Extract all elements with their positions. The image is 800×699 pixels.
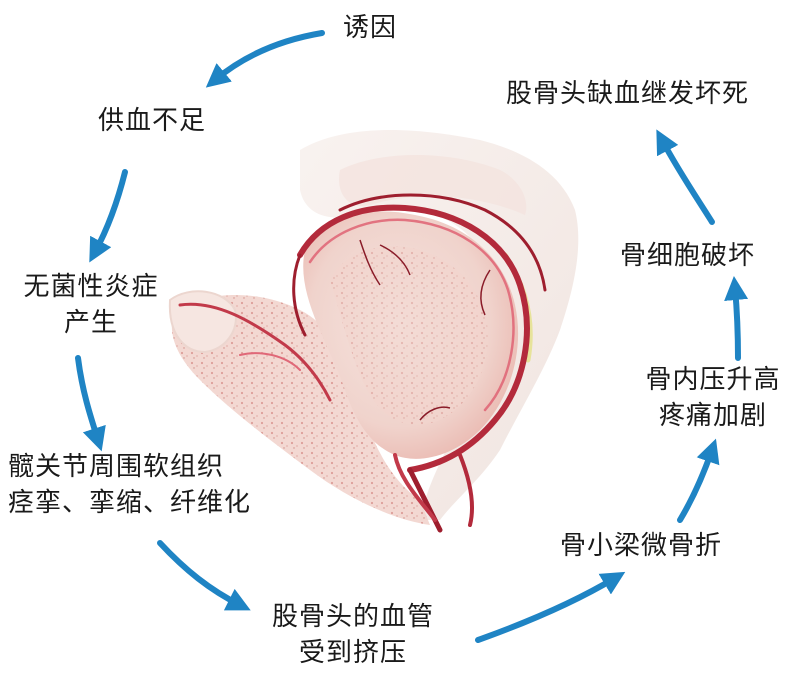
label-pressure-pain-line-2: 疼痛加剧	[658, 401, 767, 431]
label-necrosis: 股骨头缺血继发坏死	[506, 79, 750, 109]
label-trigger: 诱因	[343, 13, 398, 43]
label-vessel-compression-line-1: 股骨头的血管	[271, 602, 434, 632]
capillary-3	[480, 269, 491, 316]
greater-trochanter	[168, 290, 237, 354]
capillary-2	[379, 244, 411, 276]
label-vessel-compression-line-2: 受到挤压	[298, 638, 407, 668]
capillary-4	[419, 406, 451, 421]
curved-arrow-icon	[677, 438, 720, 523]
label-trabecular-fracture: 骨小梁微骨折	[560, 531, 723, 561]
femoral-head-speckle	[330, 246, 489, 425]
label-inflammation-line-2: 产生	[63, 308, 118, 338]
cycle-arrows	[75, 30, 749, 643]
label-soft-tissue-line-1: 髋关节周围软组织	[8, 452, 225, 482]
curved-arrow-icon	[75, 355, 106, 452]
curved-arrow-icon	[89, 169, 128, 263]
label-soft-tissue: 髋关节周围软组织 痉挛、挛缩、纤维化	[8, 449, 251, 521]
label-vessel-compression: 股骨头的血管 受到挤压	[248, 599, 458, 671]
label-pressure-pain: 骨内压升高 疼痛加剧	[628, 362, 798, 434]
label-pressure-pain-line-1: 骨内压升高	[645, 365, 781, 395]
capillary-1	[359, 239, 381, 286]
label-inflammation: 无菌性炎症 产生	[6, 269, 176, 341]
vessel-left-branch-2	[292, 253, 307, 337]
pelvis-bone	[300, 130, 579, 520]
label-cell-destruction: 骨细胞破坏	[620, 241, 756, 271]
curved-arrow-icon	[205, 30, 325, 88]
vessel-left-branch	[239, 352, 301, 371]
vessel-lower-1	[407, 467, 443, 533]
label-inflammation-line-1: 无菌性炎症	[23, 272, 159, 302]
curved-arrow-icon	[724, 276, 749, 361]
label-soft-tissue-line-2: 痉挛、挛缩、纤维化	[8, 488, 252, 518]
curved-arrow-icon	[475, 571, 626, 643]
curved-arrow-icon	[656, 129, 715, 225]
vessel-lower-3	[458, 453, 474, 527]
vessel-outer-arc	[338, 193, 547, 292]
label-insufficient-blood: 供血不足	[98, 106, 207, 136]
vessel-left-sweep	[178, 302, 332, 402]
vessel-main-arc	[297, 204, 530, 473]
vessel-inner-arc	[308, 218, 515, 412]
curved-arrow-icon	[157, 540, 251, 611]
pelvis-upper-shadow	[339, 155, 527, 215]
femur-neck	[171, 295, 430, 525]
vessel-lower-2	[393, 453, 437, 522]
